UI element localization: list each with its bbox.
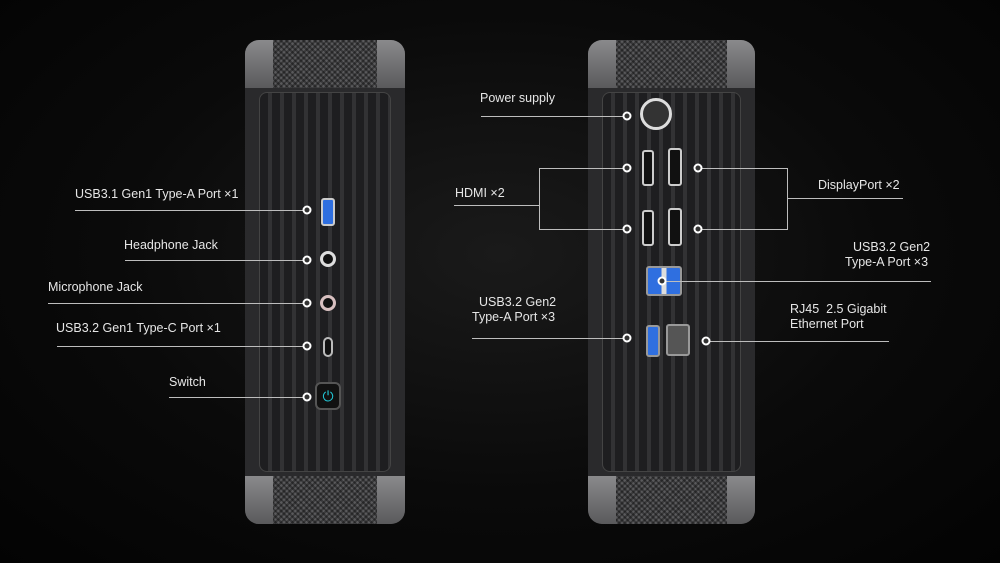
label-headphone: Headphone Jack <box>124 238 218 252</box>
usb-c-port <box>323 337 333 357</box>
label-usb-a: USB3.1 Gen1 Type-A Port ×1 <box>75 187 239 201</box>
headphone-jack <box>320 251 336 267</box>
hdmi-port-1 <box>642 150 654 186</box>
label-hdmi: HDMI ×2 <box>455 186 505 200</box>
displayport-1 <box>668 148 682 186</box>
label-line: Type-A Port ×3 <box>472 310 556 324</box>
callout-dot <box>701 336 711 346</box>
microphone-jack <box>320 295 336 311</box>
usb-a-port <box>321 198 335 226</box>
device-front: ⏻ <box>245 40 405 524</box>
label-line: Ethernet Port <box>790 317 864 331</box>
callout-dot <box>622 111 632 121</box>
label-displayport: DisplayPort ×2 <box>818 178 900 192</box>
callout-dot <box>302 341 312 351</box>
label-switch: Switch <box>169 375 206 389</box>
rj45-port <box>666 324 690 356</box>
label-line: USB3.2 Gen2 <box>853 240 931 254</box>
callout-dot <box>622 333 632 343</box>
callout-dot <box>622 224 632 234</box>
callout-dot <box>693 224 703 234</box>
device-rear <box>588 40 755 524</box>
power-port <box>640 98 672 130</box>
label-power: Power supply <box>480 91 556 105</box>
callout-dot <box>657 276 667 286</box>
callout-dot <box>622 163 632 173</box>
displayport-2 <box>668 208 682 246</box>
callout-dot <box>693 163 703 173</box>
power-button[interactable]: ⏻ <box>315 382 341 410</box>
label-line: RJ45 2.5 Gigabit <box>790 302 887 316</box>
callout-dot <box>302 205 312 215</box>
callout-dot <box>302 255 312 265</box>
label-usb-c: USB3.2 Gen1 Type-C Port ×1 <box>56 321 221 335</box>
label-line: Type-A Port ×3 <box>845 255 929 269</box>
label-microphone: Microphone Jack <box>48 280 143 294</box>
hdmi-port-2 <box>642 210 654 246</box>
usb-a-single-port <box>646 325 660 357</box>
callout-dot <box>302 298 312 308</box>
callout-dot <box>302 392 312 402</box>
label-line: USB3.2 Gen2 <box>479 295 557 309</box>
